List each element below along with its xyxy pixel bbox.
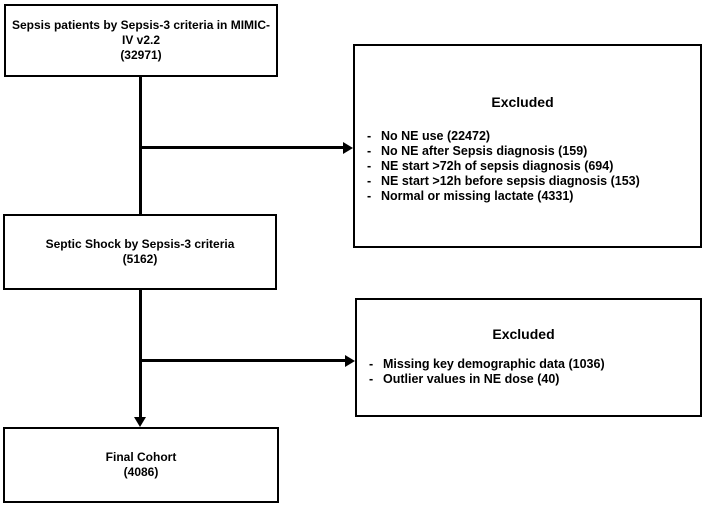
list-item: - Normal or missing lactate (4331) xyxy=(355,189,690,204)
arrowhead-right-icon xyxy=(345,355,355,367)
bullet-dash: - xyxy=(367,159,372,173)
list-item: - No NE after Sepsis diagnosis (159) xyxy=(355,144,690,159)
list-item: - Outlier values in NE dose (40) xyxy=(357,372,690,387)
list-item-text: Missing key demographic data (1036) xyxy=(383,357,605,371)
excluded-1-title: Excluded xyxy=(491,94,554,110)
box-excluded-2: Excluded - Missing key demographic data … xyxy=(355,298,702,417)
box-excluded-1: Excluded - No NE use (22472) - No NE aft… xyxy=(353,44,702,248)
list-item-text: No NE use (22472) xyxy=(381,129,491,143)
list-item: - NE start >12h before sepsis diagnosis … xyxy=(355,174,690,189)
excluded-1-list: - No NE use (22472) - No NE after Sepsis… xyxy=(355,129,690,204)
box-line: Final Cohort xyxy=(105,450,177,464)
excluded-2-list: - Missing key demographic data (1036) - … xyxy=(357,357,690,387)
box-count: (4086) xyxy=(123,465,159,479)
list-item: - No NE use (22472) xyxy=(355,129,690,144)
list-item-text: NE start >72h of sepsis diagnosis (694) xyxy=(381,159,614,173)
bullet-dash: - xyxy=(367,189,372,203)
arrowhead-down-icon xyxy=(134,417,146,427)
arrowhead-right-icon xyxy=(343,142,353,154)
connector-to-excluded-1 xyxy=(139,146,345,149)
box-line: IV v2.2 xyxy=(121,33,161,47)
connector-sepsis-to-shock xyxy=(139,77,142,214)
connector-to-excluded-2 xyxy=(139,359,347,362)
list-item-text: Normal or missing lactate (4331) xyxy=(381,189,574,203)
list-item: - NE start >72h of sepsis diagnosis (694… xyxy=(355,159,690,174)
excluded-2-title: Excluded xyxy=(492,326,555,342)
box-line: Sepsis patients by Sepsis-3 criteria in … xyxy=(11,18,271,32)
box-count: (32971) xyxy=(120,48,162,62)
box-final-cohort: Final Cohort (4086) xyxy=(3,427,279,503)
list-item: - Missing key demographic data (1036) xyxy=(357,357,690,372)
bullet-dash: - xyxy=(369,357,374,371)
list-item-text: No NE after Sepsis diagnosis (159) xyxy=(381,144,588,158)
box-line: Septic Shock by Sepsis-3 criteria xyxy=(45,237,235,251)
list-item-text: Outlier values in NE dose (40) xyxy=(383,372,560,386)
list-item-text: NE start >12h before sepsis diagnosis (1… xyxy=(381,174,640,188)
bullet-dash: - xyxy=(369,372,374,386)
box-count: (5162) xyxy=(122,252,158,266)
bullet-dash: - xyxy=(367,144,372,158)
bullet-dash: - xyxy=(367,174,372,188)
box-sepsis-patients: Sepsis patients by Sepsis-3 criteria in … xyxy=(4,4,278,77)
connector-shock-to-final xyxy=(139,290,142,418)
bullet-dash: - xyxy=(367,129,372,143)
box-septic-shock: Septic Shock by Sepsis-3 criteria (5162) xyxy=(3,214,277,290)
